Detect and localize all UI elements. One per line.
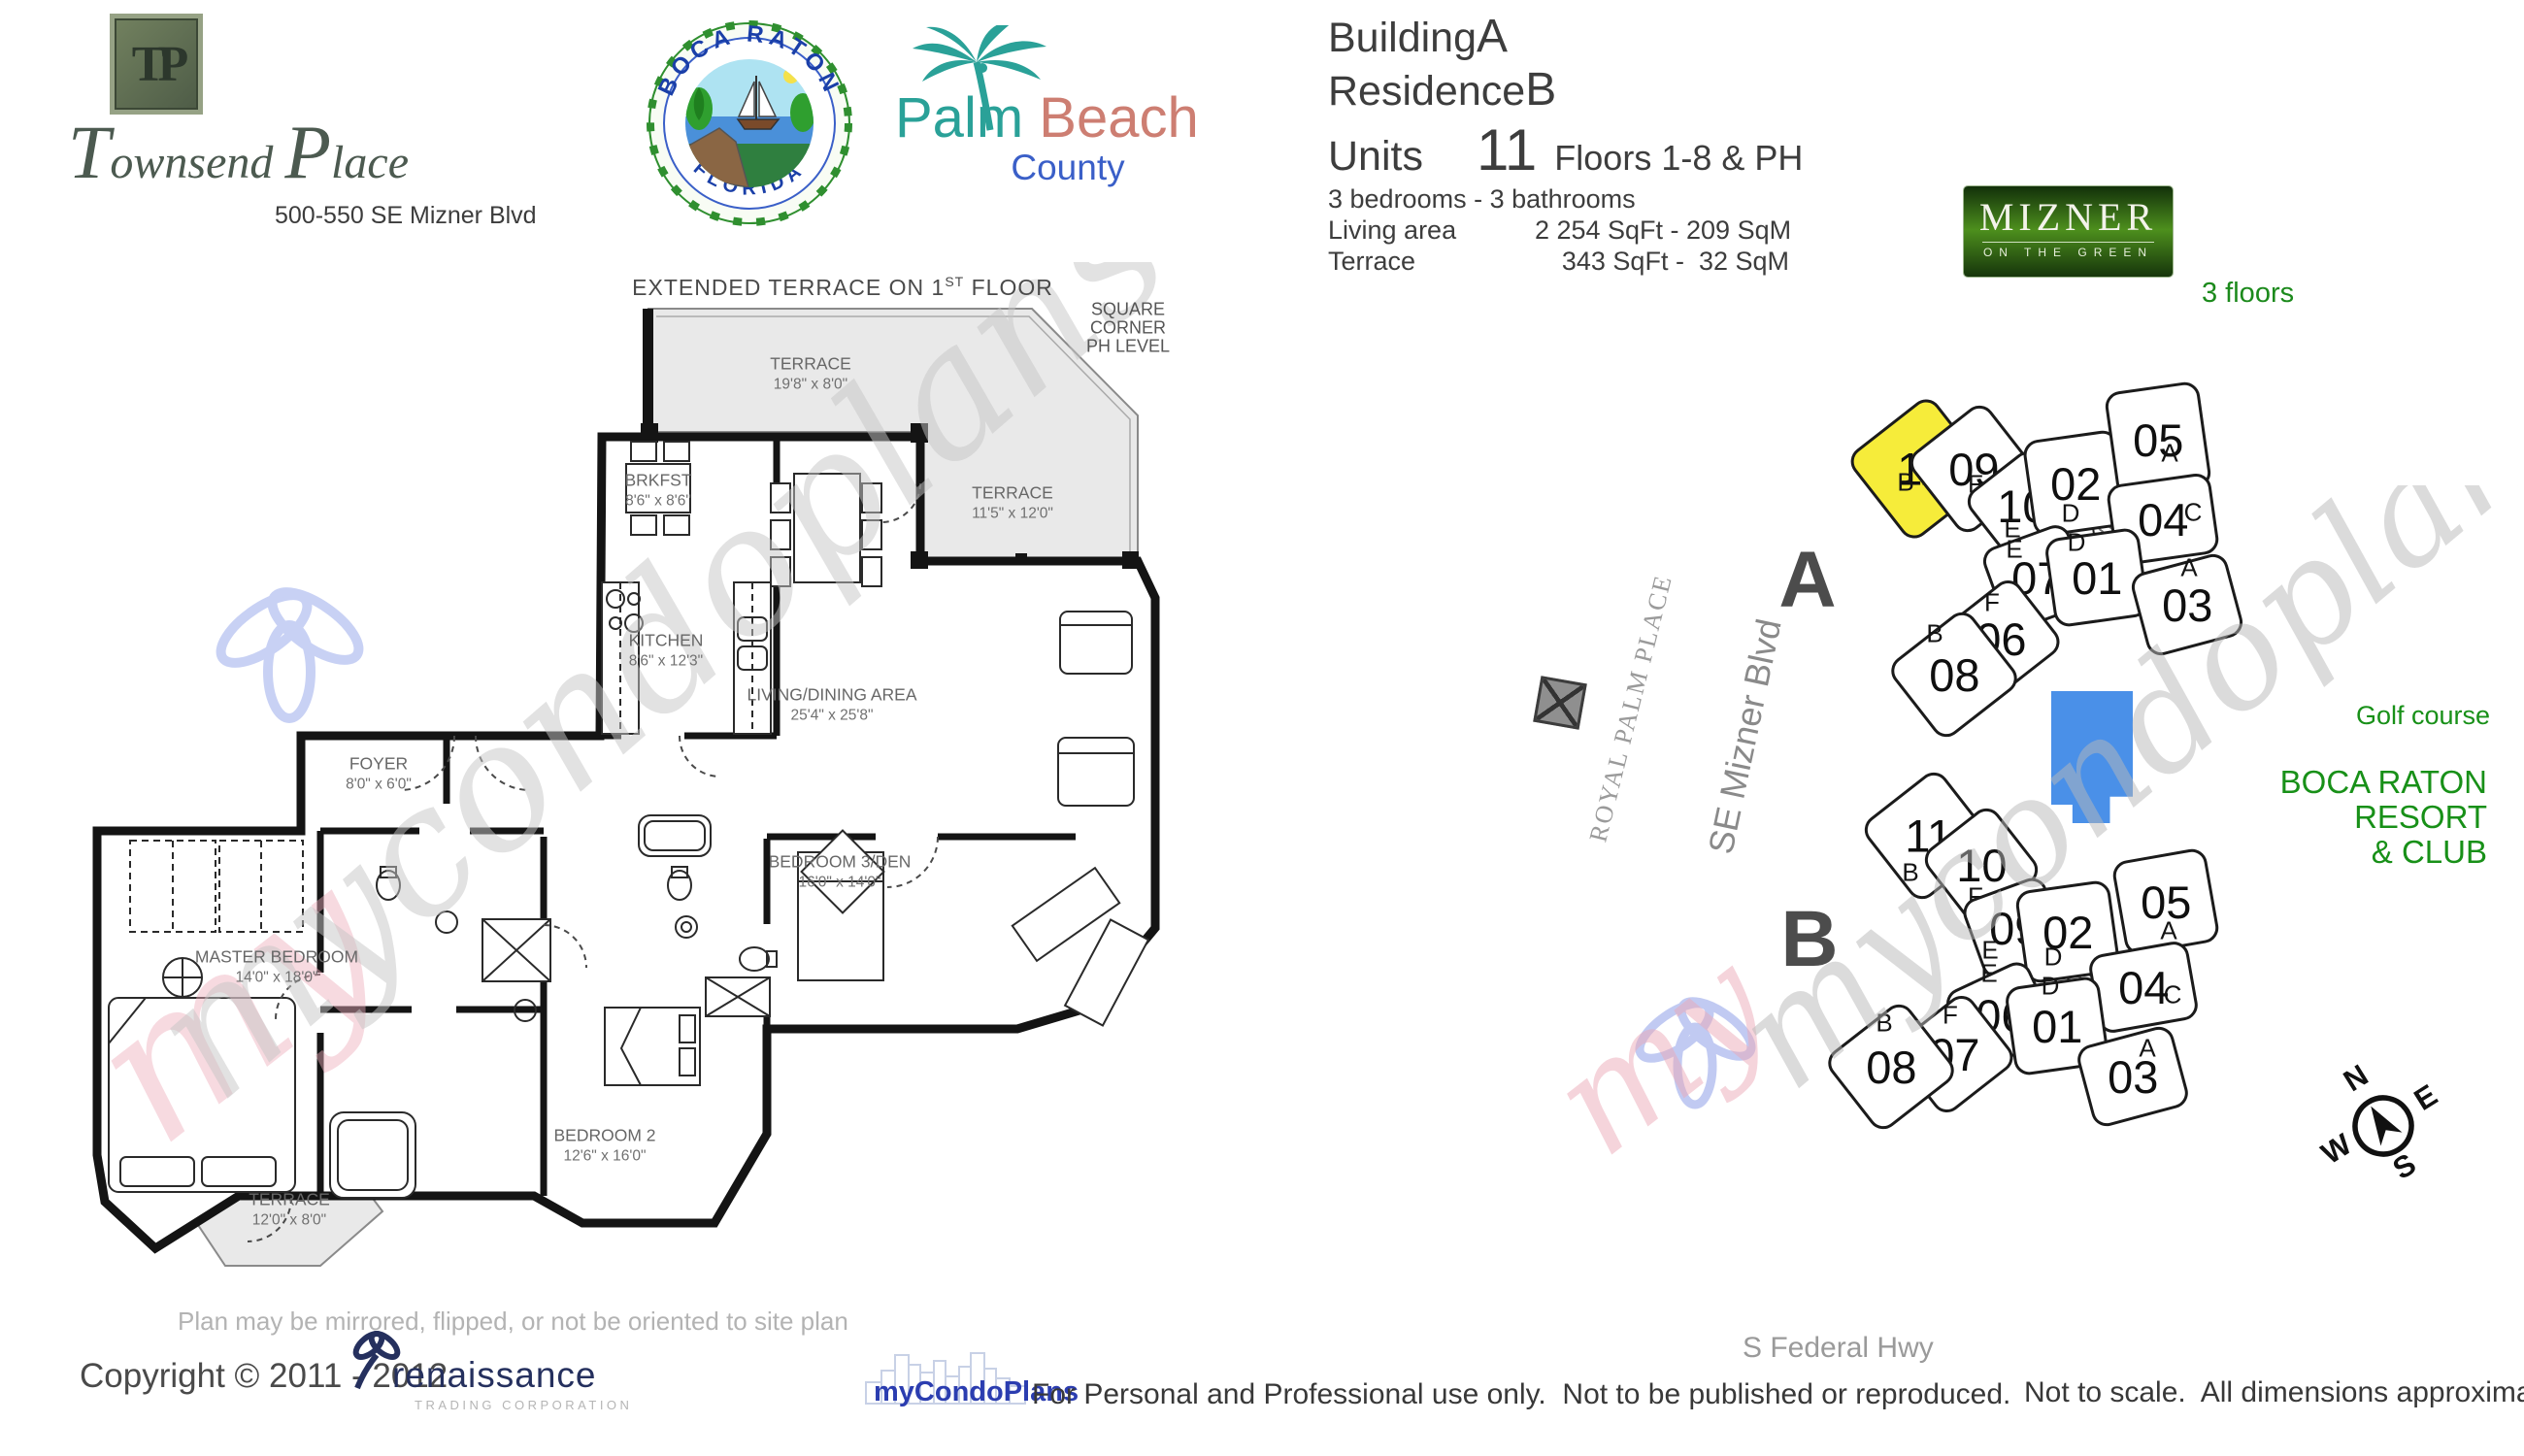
unit-outline [92, 432, 1160, 1254]
unit-stack-letter: E [1980, 958, 1998, 988]
renaissance-subtitle: TRADING CORPORATION [415, 1398, 633, 1412]
floor-plan-drawing: my mycondoplans [78, 262, 1194, 1267]
mycondoplans-wordmark: myCondoPlans [874, 1376, 1079, 1407]
copyright-note: Copyright © 2011 - 2012 [80, 1357, 448, 1395]
unit-stack-letter: F [1984, 587, 2000, 617]
unit-stack-letter: B [1897, 467, 1914, 497]
unit-stack-letter: E [2004, 513, 2021, 544]
unit-stack-letter: F [1943, 1000, 1958, 1030]
unit-stack-letter: E [2006, 534, 2023, 564]
extended-terrace-note: EXTENDED TERRACE ON 1ST FLOOR [632, 274, 1053, 300]
palm-beach-wordmark: Palm Beach [895, 86, 1199, 149]
unit-stack-letter: B [1902, 857, 1919, 887]
units-label: Units [1328, 133, 1423, 180]
mizner-name: MIZNER [1978, 195, 2158, 239]
golf-course-label: Golf course [2356, 701, 2491, 730]
mizner-divider [1982, 242, 2154, 243]
renaissance-wordmark: renaissance [392, 1355, 597, 1395]
boca-raton-seal-icon: BOCA RATON FLORIDA [647, 20, 852, 226]
terrace-area-label: Terrace [1328, 247, 1416, 276]
unit-stack-letter: D [2043, 942, 2063, 972]
unit-stack-letter: E [1981, 935, 1999, 965]
unit-stack-letter: D [2067, 527, 2086, 557]
county-wordmark: County [1011, 148, 1125, 187]
residence-label: Residence [1328, 68, 1526, 115]
bed-bath-note: 3 bedrooms - 3 bathrooms [1328, 184, 1636, 214]
logo-monogram: TP [131, 36, 189, 92]
terrace-area-value: 343 SqFt - 32 SqM [1561, 247, 1789, 276]
living-area-label: Living area [1328, 215, 1457, 245]
property-name-initial: T [68, 110, 111, 194]
mizner-on-the-green-logo: MIZNER ON THE GREEN [1964, 186, 2173, 277]
square-corner-note: SQUARE CORNER PH LEVEL [1085, 299, 1171, 356]
mycondoplans-skyline-icon [865, 1352, 1026, 1405]
unit-stack-letter: A [2139, 1033, 2156, 1063]
residence-value: B [1525, 64, 1557, 116]
site-plan-watermark: my mycondoplans [1553, 485, 2524, 1188]
renaissance-trillium-icon [352, 1331, 401, 1390]
scale-note: Not to scale. All dimensions approximate… [2024, 1376, 2524, 1408]
building-value: A [1477, 11, 1509, 62]
mizner-subtitle: ON THE GREEN [1982, 246, 2154, 259]
townsend-place-logo: TP [110, 14, 203, 115]
unit-stack-letter: D [2041, 971, 2060, 1001]
compass-icon [2352, 1095, 2414, 1157]
floors-note: Floors 1-8 & PH [1554, 138, 1804, 178]
unit-stack-letter: A [2180, 552, 2198, 582]
s-federal-hwy-street: S Federal Hwy [1743, 1332, 1934, 1364]
living-area-value: 2 254 SqFt - 209 SqM [1534, 215, 1792, 245]
unit-stack-letter: A [2161, 438, 2178, 468]
unit-stack-letter: D [2061, 498, 2080, 528]
property-name: Townsend Place [68, 110, 409, 194]
unit-stack-letter: C [2183, 497, 2203, 527]
mirror-disclaimer: Plan may be mirrored, flipped, or not be… [178, 1307, 848, 1336]
palm-tree-icon [913, 25, 1046, 131]
unit-stack-letter: C [2163, 979, 2182, 1009]
property-name-initial2: P [284, 110, 332, 194]
resort-label: BOCA RATON RESORT & CLUB [2279, 764, 2487, 870]
usage-note: For Personal and Professional use only. … [1032, 1378, 2011, 1410]
building-footprint-icon [1533, 676, 1587, 730]
unit-stack-letter: B [1926, 618, 1943, 648]
mizner-floors-note: 3 floors [2202, 278, 2295, 309]
units-value: 11 [1477, 117, 1538, 182]
property-address: 500-550 SE Mizner Blvd [275, 202, 537, 229]
building-cluster-label-a: A [1778, 536, 1837, 624]
unit-stack-letter: A [2160, 915, 2177, 945]
building-label: Building [1328, 15, 1477, 61]
unit-stack-letter: B [1876, 1008, 1893, 1038]
building-cluster-label-b: B [1780, 895, 1839, 983]
